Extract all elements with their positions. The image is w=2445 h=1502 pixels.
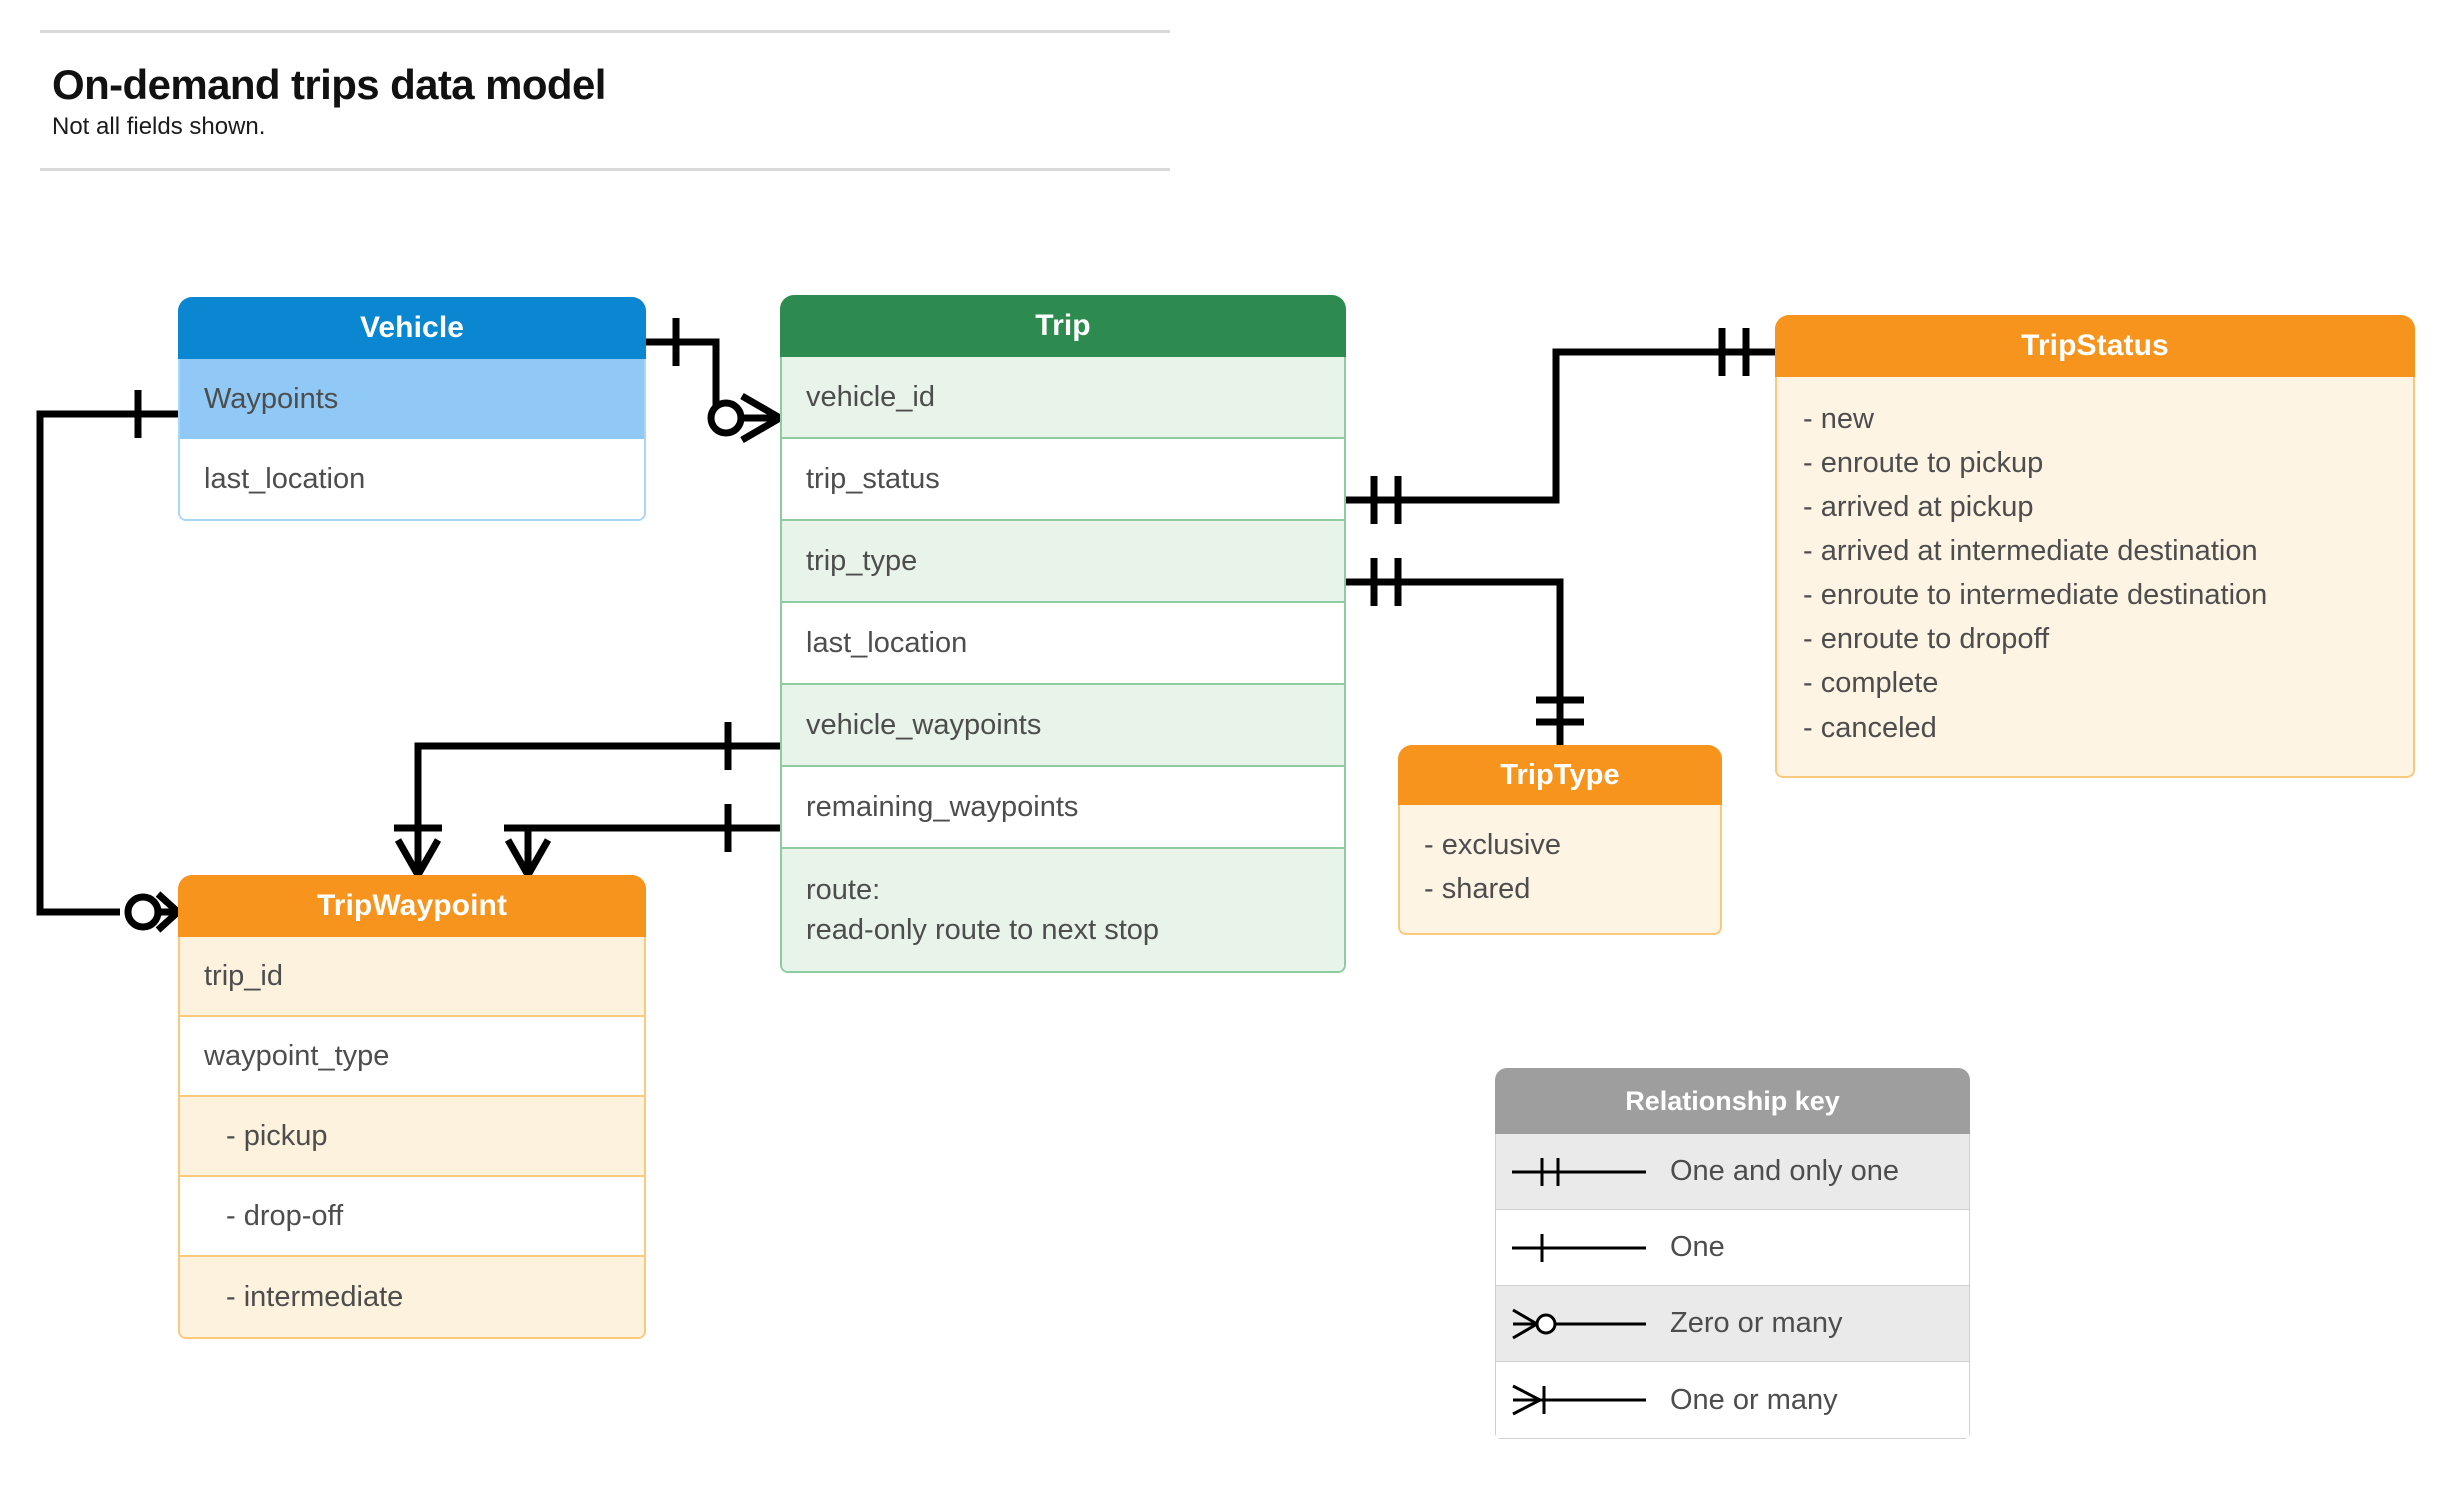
route-label: route: bbox=[806, 873, 881, 906]
enum-value: - enroute to pickup bbox=[1803, 447, 2044, 480]
enum-row[interactable]: - drop-off bbox=[180, 1177, 644, 1257]
enum-value: - arrived at pickup bbox=[1803, 491, 2034, 524]
entity-tripstatus-values: - new - enroute to pickup - arrived at p… bbox=[1775, 377, 2415, 778]
enum-value: - canceled bbox=[1803, 711, 1937, 744]
page-title: On-demand trips data model bbox=[52, 61, 606, 108]
legend-row: One and only one bbox=[1496, 1134, 1969, 1210]
entity-tripstatus[interactable]: TripStatus - new - enroute to pickup - a… bbox=[1775, 315, 2415, 778]
field-row[interactable]: trip_type bbox=[782, 521, 1344, 603]
entity-vehicle-title: Vehicle bbox=[178, 297, 646, 359]
enum-value: - arrived at intermediate destination bbox=[1803, 535, 2258, 568]
enum-row[interactable]: - pickup bbox=[180, 1097, 644, 1177]
entity-tripwaypoint[interactable]: TripWaypoint trip_id waypoint_type - pic… bbox=[178, 875, 646, 1339]
field-row[interactable]: last_location bbox=[180, 439, 644, 519]
wire-trip-status-to-tripstatus bbox=[1346, 348, 1775, 504]
zero-or-many-icon bbox=[1496, 1302, 1670, 1346]
field-row[interactable]: trip_status bbox=[782, 439, 1344, 521]
legend-body: One and only one One Zero or many bbox=[1495, 1134, 1970, 1439]
entity-vehicle-fields: Waypoints last_location bbox=[178, 359, 646, 521]
crowsfoot-tripwaypoint-top-b bbox=[504, 838, 552, 877]
enum-value: - new bbox=[1803, 403, 1874, 435]
wire-trip-type-to-triptype bbox=[1346, 578, 1564, 745]
entity-tripwaypoint-title: TripWaypoint bbox=[178, 875, 646, 937]
legend-label: One and only one bbox=[1670, 1155, 1899, 1187]
zero-circle-tripwaypoint bbox=[124, 893, 162, 931]
header-bottom-rule bbox=[40, 168, 1170, 172]
enum-row[interactable]: - intermediate bbox=[180, 1257, 644, 1337]
field-row[interactable]: remaining_waypoints bbox=[782, 767, 1344, 849]
zero-circle-trip-vehicle-id bbox=[707, 399, 745, 437]
field-row[interactable]: waypoint_type bbox=[180, 1017, 644, 1097]
wire-remaining-waypoints-field bbox=[524, 824, 780, 862]
legend-row: One or many bbox=[1496, 1362, 1969, 1438]
field-row[interactable]: vehicle_waypoints bbox=[782, 685, 1344, 767]
relationship-key-legend: Relationship key One and only one One bbox=[1495, 1068, 1970, 1439]
crowsfoot-tripwaypoint-top-a bbox=[394, 838, 442, 877]
field-row[interactable]: Waypoints bbox=[180, 359, 644, 439]
enum-value: - enroute to intermediate destination bbox=[1803, 579, 2268, 612]
legend-row: Zero or many bbox=[1496, 1286, 1969, 1362]
one-and-only-one-icon bbox=[1496, 1150, 1670, 1194]
legend-row: One bbox=[1496, 1210, 1969, 1286]
legend-label: One or many bbox=[1670, 1383, 1838, 1416]
enum-value: - shared bbox=[1424, 873, 1531, 906]
legend-title: Relationship key bbox=[1495, 1068, 1970, 1134]
route-description: read-only route to next stop bbox=[806, 914, 1160, 946]
page-subtitle: Not all fields shown. bbox=[52, 113, 266, 141]
entity-tripstatus-title: TripStatus bbox=[1775, 315, 2415, 377]
crowsfoot-trip-vehicle-id bbox=[740, 392, 782, 444]
entity-trip-fields: vehicle_id trip_status trip_type last_lo… bbox=[780, 357, 1346, 973]
one-or-many-icon bbox=[1496, 1378, 1670, 1422]
page-header: On-demand trips data model Not all field… bbox=[40, 30, 1170, 172]
field-row[interactable]: trip_id bbox=[180, 937, 644, 1017]
entity-triptype-values: - exclusive - shared bbox=[1398, 805, 1722, 936]
entity-tripwaypoint-fields: trip_id waypoint_type - pickup - drop-of… bbox=[178, 937, 646, 1339]
field-row-route[interactable]: route: read-only route to next stop bbox=[782, 849, 1344, 971]
wire-vehicle-waypoints-to-tripwaypoint bbox=[36, 410, 178, 916]
enum-value: - complete bbox=[1803, 667, 1939, 700]
entity-triptype-title: TripType bbox=[1398, 745, 1722, 805]
entity-trip-title: Trip bbox=[780, 295, 1346, 357]
entity-trip[interactable]: Trip vehicle_id trip_status trip_type la… bbox=[780, 295, 1346, 973]
legend-label: Zero or many bbox=[1670, 1307, 1843, 1339]
header-top-rule bbox=[40, 30, 1170, 33]
field-row[interactable]: last_location bbox=[782, 603, 1344, 685]
entity-vehicle[interactable]: Vehicle Waypoints last_location bbox=[178, 297, 646, 521]
wire-vehicle-to-trip bbox=[646, 338, 752, 422]
wire-vehicle-waypoints-field bbox=[414, 742, 780, 862]
crowsfoot-tripwaypoint-left bbox=[155, 891, 181, 933]
entity-triptype[interactable]: TripType - exclusive - shared bbox=[1398, 745, 1722, 936]
enum-value: - exclusive bbox=[1424, 829, 1561, 861]
enum-value: - enroute to dropoff bbox=[1803, 623, 2050, 656]
one-icon bbox=[1496, 1226, 1670, 1270]
legend-label: One bbox=[1670, 1231, 1725, 1263]
field-row[interactable]: vehicle_id bbox=[782, 357, 1344, 439]
